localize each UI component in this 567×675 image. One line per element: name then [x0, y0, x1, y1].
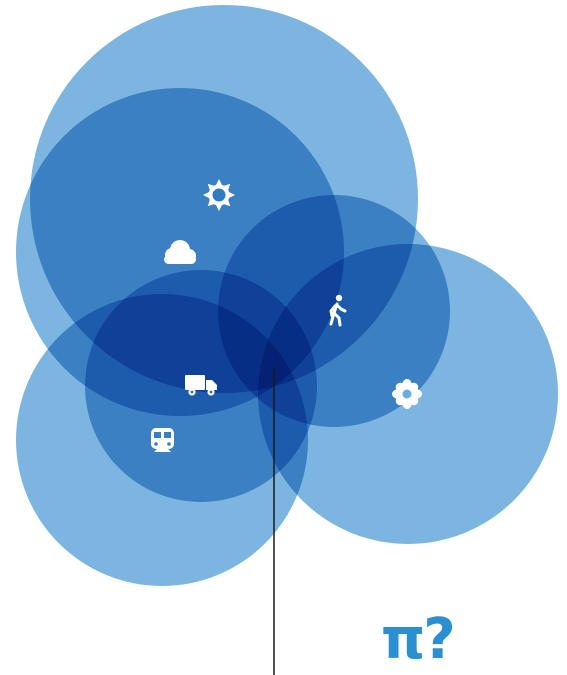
train-icon: [151, 428, 174, 452]
pi-symbol: π: [381, 607, 425, 672]
circle-group: [16, 5, 558, 586]
truck-icon: [185, 375, 217, 396]
flower-icon: [392, 379, 422, 409]
question-mark: ?: [423, 607, 456, 672]
sun-icon: [203, 179, 235, 211]
cloud-icon: [164, 240, 196, 264]
pi-question-logo: π?: [381, 612, 456, 668]
pedestrian-icon: [329, 294, 347, 327]
